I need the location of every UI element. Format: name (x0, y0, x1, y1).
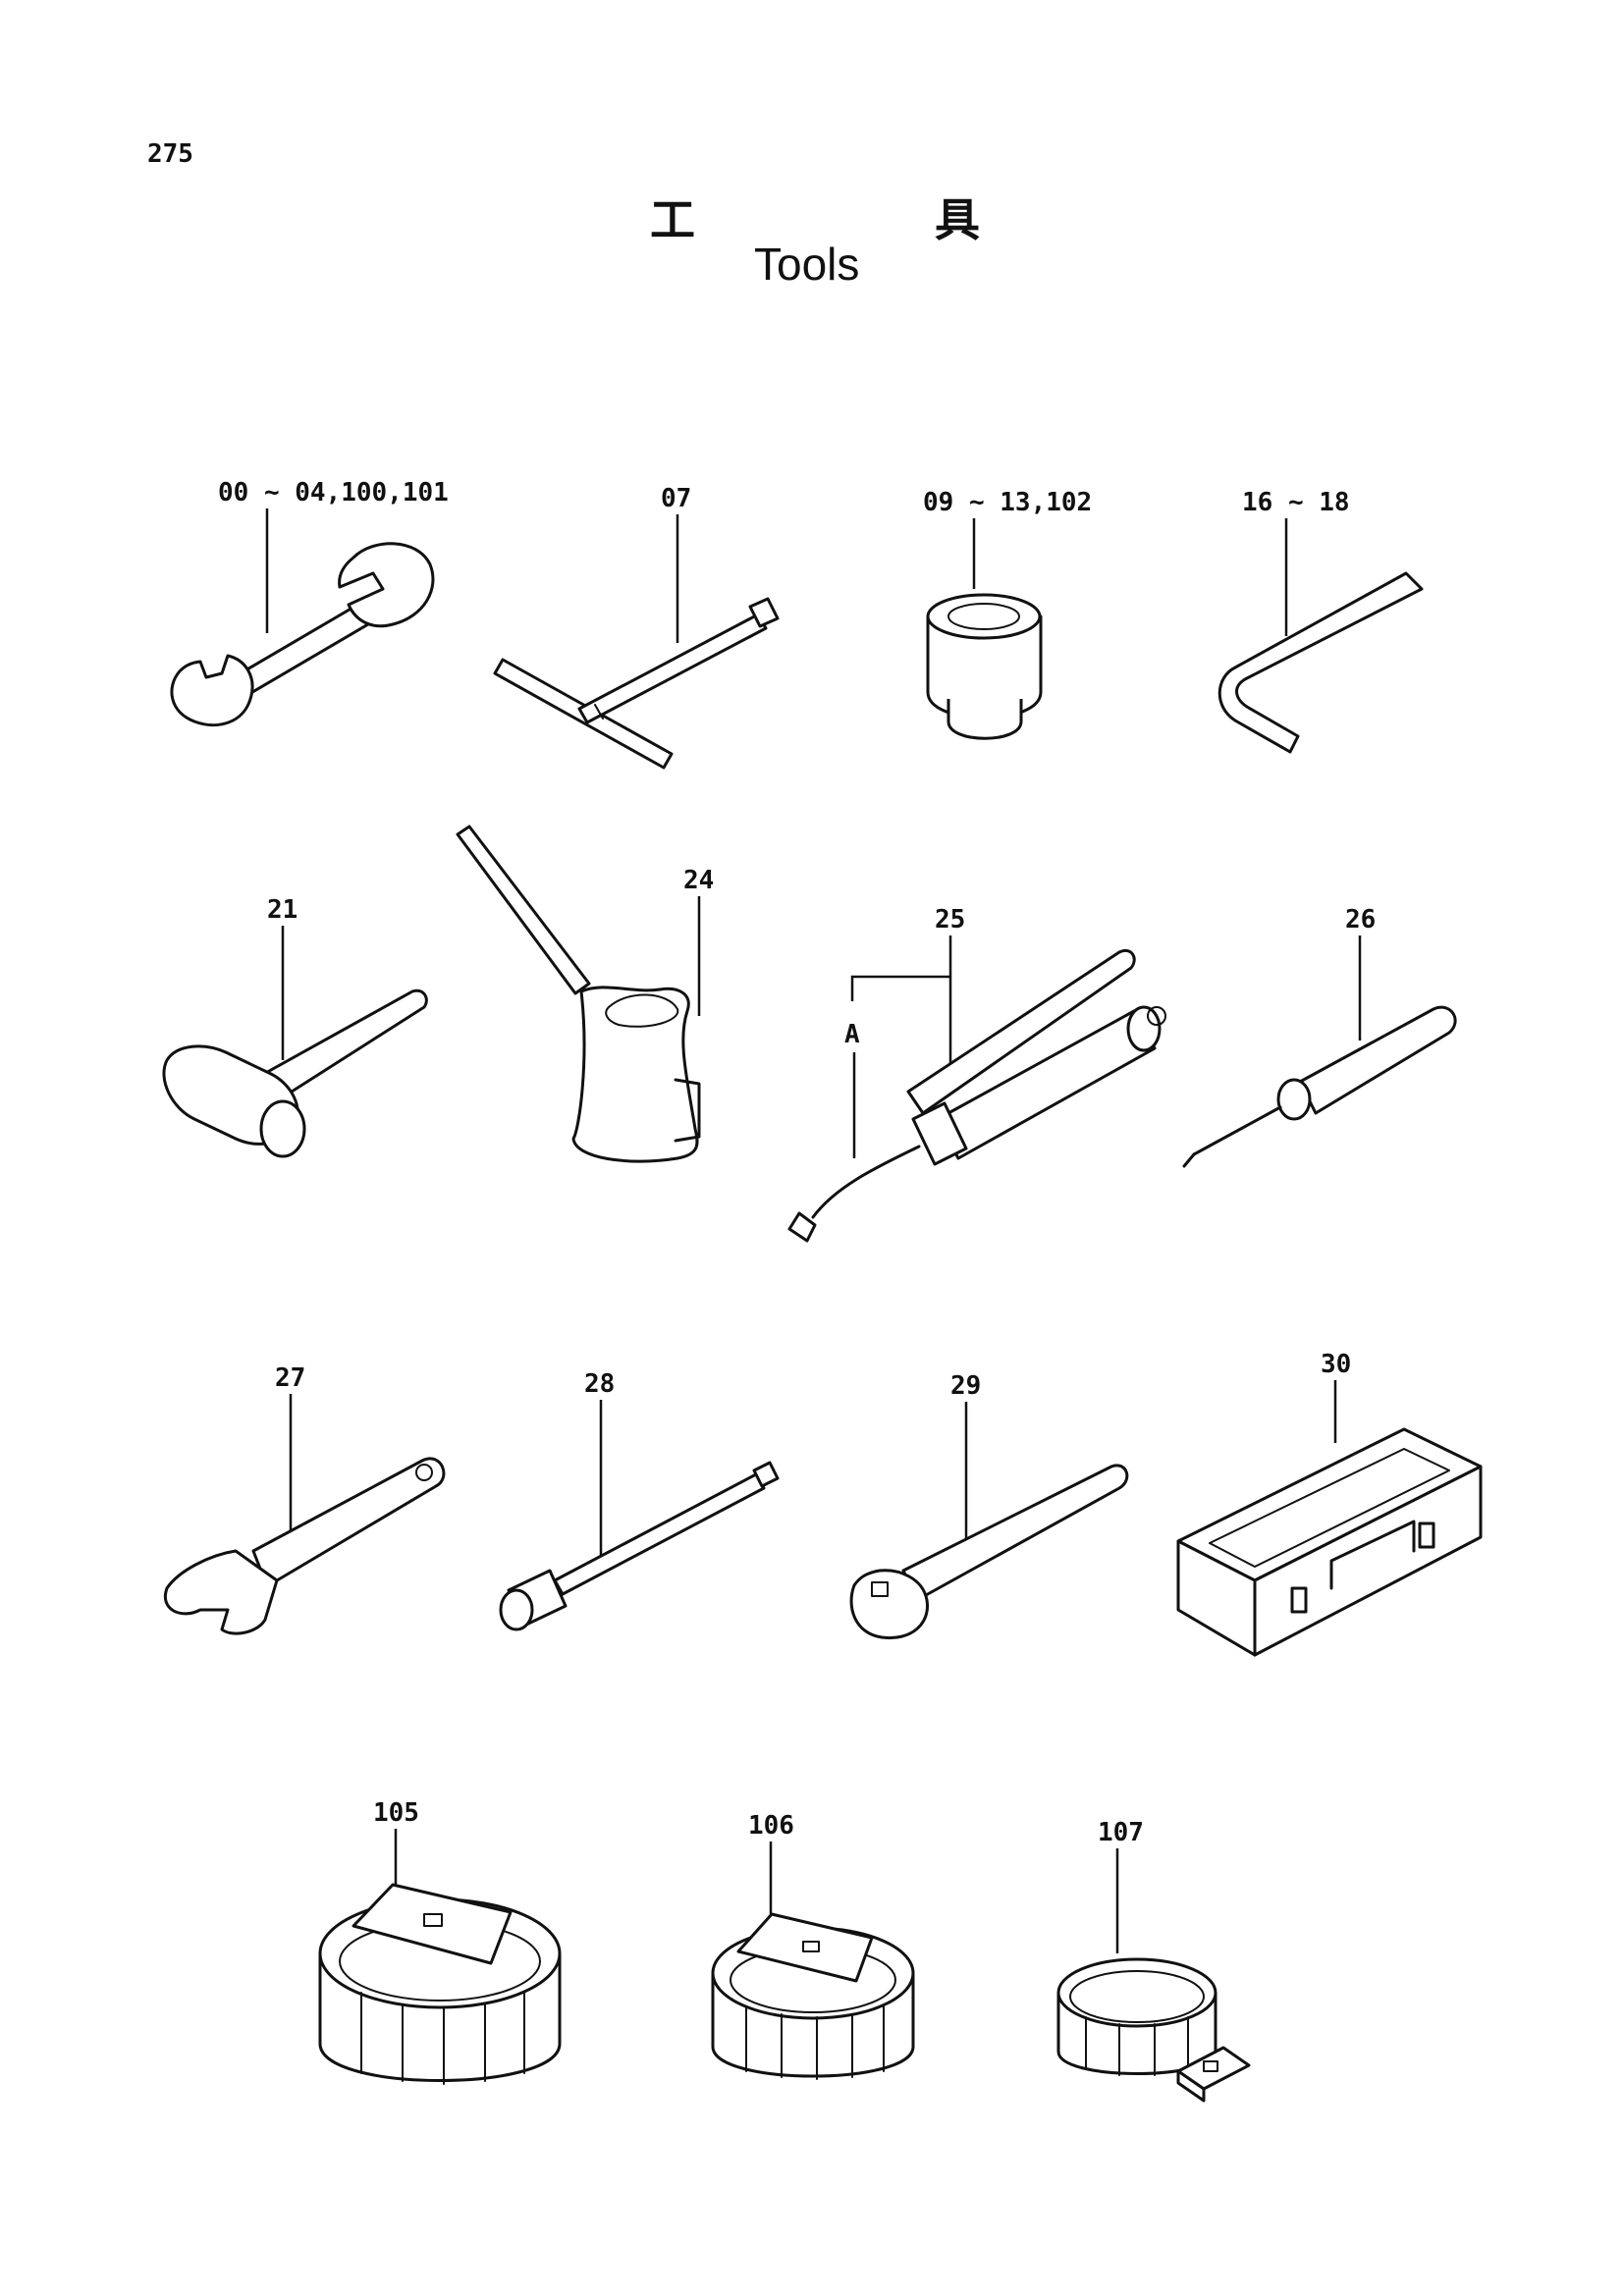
callout-hex-key: 16 ~ 18 (1242, 488, 1350, 517)
socket-figure: 09 ~ 13,102 (923, 488, 1092, 740)
filter-wrench-small-figure: 107 (1056, 1818, 1251, 2103)
callout-oil-can: 24 (683, 866, 714, 895)
ratchet-handle-figure: 29 (849, 1371, 1129, 1640)
tool-box-figure: 30 (1176, 1350, 1483, 1657)
hammer-figure: 21 (162, 895, 428, 1158)
t-handle-figure: 07 (493, 484, 780, 770)
callout-filter-wrench-large: 105 (373, 1798, 419, 1828)
page-number: 275 (147, 139, 193, 169)
adjustable-wrench-figure: 27 (163, 1363, 446, 1635)
filter-wrench-medium-figure: 106 (711, 1811, 915, 2080)
extension-bar-figure: 28 (499, 1369, 780, 1631)
title-japanese-2: 具 (935, 193, 980, 246)
grease-gun-figure: 25 A (787, 905, 1166, 1243)
callout-grease-gun-nozzle: A (844, 1020, 860, 1049)
title-english: Tools (754, 239, 860, 290)
callout-tool-box: 30 (1321, 1350, 1351, 1379)
callout-grease-gun: 25 (935, 905, 965, 934)
callout-filter-wrench-medium: 106 (748, 1811, 794, 1841)
callout-adjustable-wrench: 27 (275, 1363, 305, 1393)
callout-socket: 09 ~ 13,102 (923, 488, 1092, 517)
filter-wrench-large-figure: 105 (318, 1798, 562, 2085)
callout-wrench: 00 ~ 04,100,101 (218, 478, 449, 507)
callout-hammer: 21 (267, 895, 298, 925)
oil-can-figure: 24 (456, 825, 714, 1163)
hex-key-figure: 16 ~ 18 (1217, 488, 1424, 754)
title-japanese-1: 工 (650, 193, 695, 246)
callout-screwdriver: 26 (1345, 905, 1376, 934)
callout-ratchet-handle: 29 (950, 1371, 981, 1401)
callout-t-handle: 07 (661, 484, 691, 513)
screwdriver-figure: 26 (1182, 905, 1457, 1168)
wrench-figure: 00 ~ 04,100,101 (170, 478, 449, 726)
callout-extension-bar: 28 (584, 1369, 615, 1399)
callout-filter-wrench-small: 107 (1098, 1818, 1144, 1847)
